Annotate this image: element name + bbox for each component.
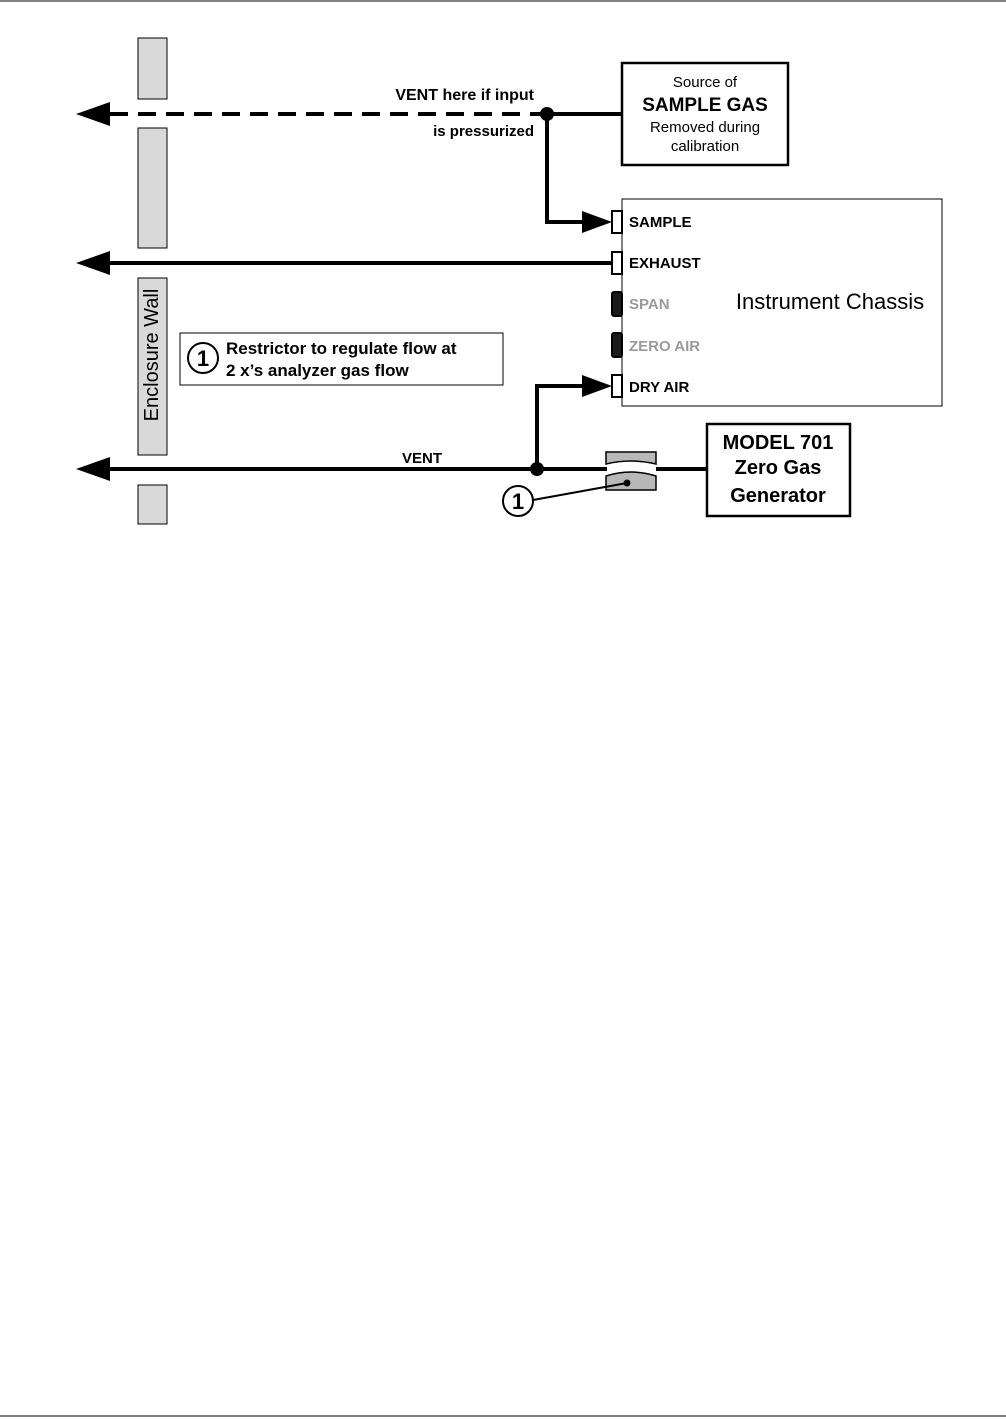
restrictor-callout-leader [532,482,628,501]
generator-line2: Zero Gas [735,457,822,479]
port-sample [611,210,623,234]
source-line2: SAMPLE GAS [642,95,768,116]
sample-arrowhead [582,211,612,233]
restrictor-callout-number: 1 [512,489,524,514]
source-line4: calibration [671,138,739,155]
wall-segment [137,484,168,525]
vent-dashed-arrowhead [76,102,110,126]
wall-segment [137,127,168,249]
legend-line2: 2 x’s analyzer gas flow [226,361,409,380]
port-label-zero-air: ZERO AIR [629,338,700,355]
dry-air-line [535,384,586,469]
port-dry-air [611,374,623,398]
exhaust-arrowhead [76,251,110,275]
port-label-dry-air: DRY AIR [629,379,689,396]
restrictor-legend-box [179,332,504,386]
generator-line3: Generator [730,485,826,507]
restrictor-callout-circle [502,485,534,517]
port-zero-air [611,332,623,358]
port-exhaust [611,251,623,275]
dry-air-arrowhead [582,375,612,397]
sample-line [545,114,586,224]
port-label-sample: SAMPLE [629,214,692,231]
vent-junction-dot [530,462,544,476]
source-line3: Removed during [650,119,760,136]
wall-segment [137,37,168,100]
enclosure-wall-label: Enclosure Wall [141,289,163,422]
generator-line1: MODEL 701 [723,432,834,454]
source-line1: Source of [673,74,738,91]
vent-pressurized-line2: is pressurized [433,123,534,140]
instrument-chassis [621,198,943,407]
chassis-ports [611,210,623,398]
enclosure-wall [137,37,168,525]
vent-pressurized-line1: VENT here if input [395,87,534,104]
sample-gas-source-box [620,61,790,167]
zero-gas-generator-box [705,422,852,518]
legend-line1: Restrictor to regulate flow at [226,339,457,358]
port-label-exhaust: EXHAUST [629,255,701,272]
chassis-title: Instrument Chassis [736,289,924,314]
vent-arrowhead [76,457,110,481]
port-span [611,291,623,317]
vent-label: VENT [402,450,442,467]
legend-number-circle [187,342,219,374]
wall-segment [137,277,168,456]
port-label-span: SPAN [629,296,670,313]
legend-number: 1 [197,346,209,371]
